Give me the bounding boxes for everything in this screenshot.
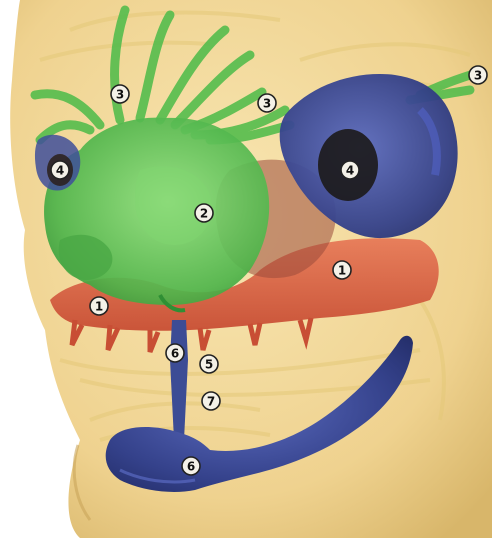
label-1-left: 1 [90, 297, 108, 315]
svg-text:5: 5 [205, 358, 213, 372]
svg-text:3: 3 [263, 97, 271, 111]
svg-text:6: 6 [187, 460, 195, 474]
label-4-right: 4 [341, 161, 359, 179]
label-6-bottom: 6 [182, 457, 200, 475]
svg-text:3: 3 [116, 88, 124, 102]
label-1-right: 1 [333, 261, 351, 279]
label-5: 5 [200, 355, 218, 373]
svg-text:4: 4 [346, 164, 354, 178]
label-4-left: 4 [51, 161, 69, 179]
label-2: 2 [195, 204, 213, 222]
label-3-left: 3 [111, 85, 129, 103]
label-3-center: 3 [258, 94, 276, 112]
svg-text:7: 7 [207, 395, 215, 409]
label-3-right: 3 [469, 66, 487, 84]
label-6-top: 6 [166, 344, 184, 362]
svg-text:3: 3 [474, 69, 482, 83]
label-7: 7 [202, 392, 220, 410]
svg-text:1: 1 [338, 264, 346, 278]
svg-text:6: 6 [171, 347, 179, 361]
svg-text:1: 1 [95, 300, 103, 314]
svg-text:4: 4 [56, 164, 64, 178]
svg-text:2: 2 [200, 207, 208, 221]
